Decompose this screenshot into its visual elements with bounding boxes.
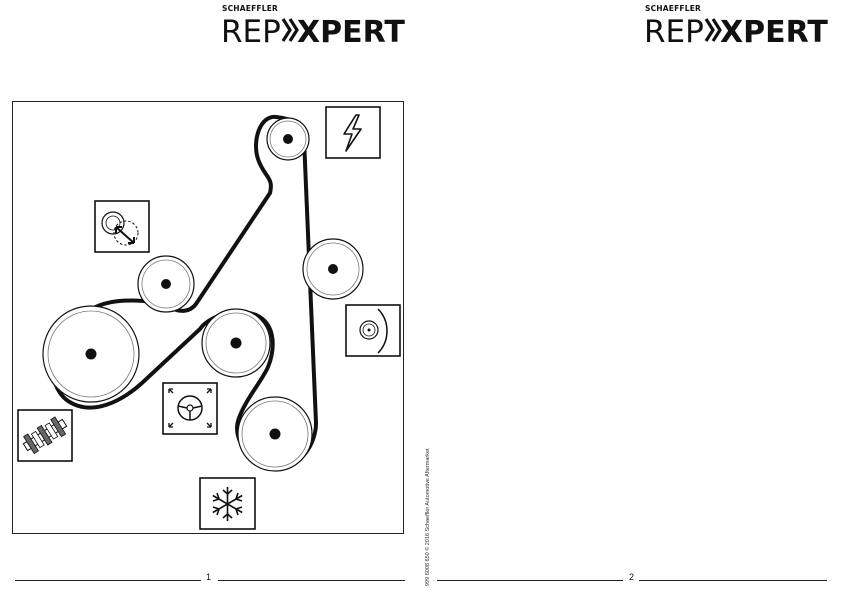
schaeffler-wordmark: SCHAEFFLER xyxy=(645,4,702,13)
footer-rule-left xyxy=(437,580,623,581)
page-number: 1 xyxy=(206,572,212,582)
repxpert-wordmark: REP XPERT xyxy=(221,14,405,47)
chevron-icon xyxy=(704,18,722,42)
page-number: 2 xyxy=(629,572,635,582)
repxpert-wordmark: REP XPERT xyxy=(644,14,828,47)
schaeffler-wordmark: SCHAEFFLER xyxy=(222,4,279,13)
crankshaft-icon xyxy=(17,409,73,462)
power-steering-icon xyxy=(162,382,218,435)
crankshaft-pulley xyxy=(42,305,140,403)
document-code-note: 999 6008 650 © 2016 Schaeffler Automotiv… xyxy=(425,448,431,586)
xpert-text: XPERT xyxy=(720,15,828,47)
footer-rule-right xyxy=(218,580,405,581)
xpert-text: XPERT xyxy=(297,15,405,47)
tensioner-icon xyxy=(94,200,150,253)
idler-pulley-right xyxy=(302,238,364,300)
page-2: SCHAEFFLER REP XPERT 2 xyxy=(421,0,842,595)
water-pump-icon xyxy=(345,304,401,357)
footer-rule-right xyxy=(639,580,827,581)
page-1: SCHAEFFLER REP XPERT xyxy=(12,4,405,582)
air-conditioning-icon xyxy=(199,477,256,530)
tensioner-pulley xyxy=(137,255,195,313)
chevron-icon xyxy=(281,18,299,42)
rep-text: REP xyxy=(644,14,704,47)
ac-compressor-pulley xyxy=(237,396,313,472)
repxpert-logo: SCHAEFFLER REP XPERT xyxy=(644,4,828,47)
footer-rule-left xyxy=(15,580,201,581)
power-steering-pulley xyxy=(201,308,271,378)
repxpert-logo: SCHAEFFLER REP XPERT xyxy=(221,4,405,47)
belt-routing-diagram xyxy=(17,106,401,530)
rep-text: REP xyxy=(221,14,281,47)
alternator-icon xyxy=(325,106,381,159)
alternator-pulley xyxy=(266,117,310,161)
